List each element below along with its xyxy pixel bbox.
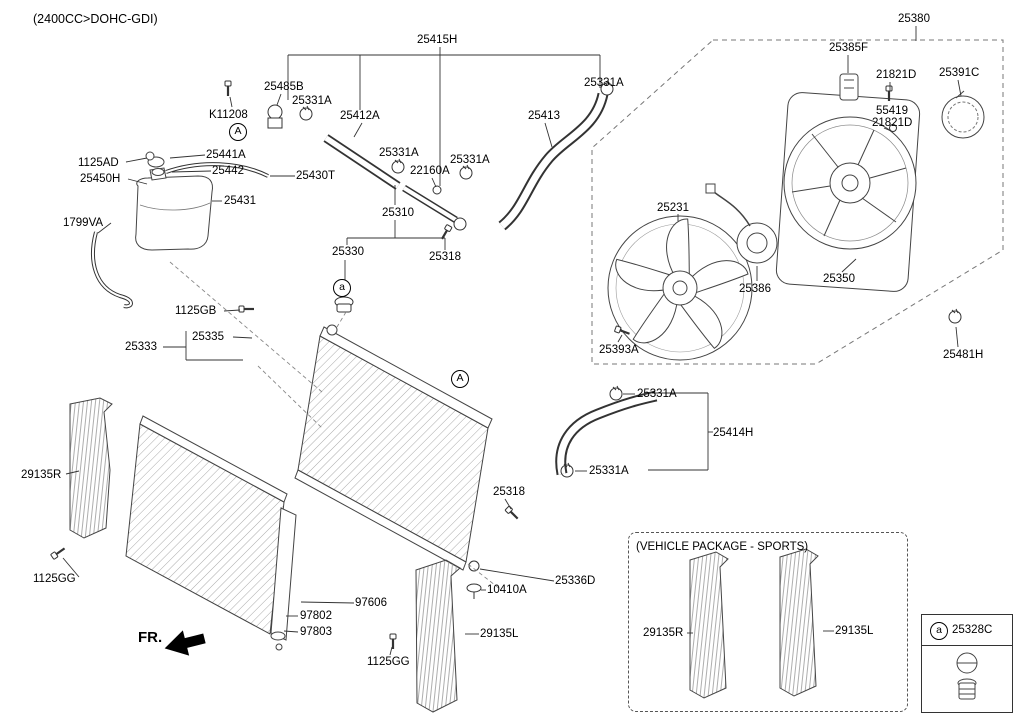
page-title: (2400CC>DOHC-GDI) <box>33 12 158 26</box>
part-label-25431: 25431 <box>224 195 256 207</box>
receiver-drier-drawing <box>270 507 297 651</box>
part-label-25481H: 25481H <box>943 349 984 361</box>
part-label-1125GG-2: 1125GG <box>367 656 410 668</box>
part-label-25413: 25413 <box>528 110 560 122</box>
hose-drawings <box>91 92 658 476</box>
legend-row: a 25328C <box>922 615 1012 646</box>
part-label-29135R-2: 29135R <box>643 627 684 639</box>
part-label-25331A-1: 25331A <box>292 95 332 107</box>
part-label-25231: 25231 <box>657 202 689 214</box>
condenser-drawing <box>125 415 288 635</box>
part-label-1799VA: 1799VA <box>63 217 104 229</box>
part-label-29135L-1: 29135L <box>480 628 519 640</box>
part-label-25412A: 25412A <box>340 110 380 122</box>
part-label-25414H: 25414H <box>713 427 754 439</box>
part-label-25331A-6: 25331A <box>589 465 629 477</box>
fan-motor-drawing <box>705 183 778 264</box>
fan-assembly-dashed-outline <box>591 39 1004 365</box>
part-label-97802: 97802 <box>300 610 332 622</box>
fr-direction-label: FR. <box>138 629 163 646</box>
reservoir-tank-drawing <box>135 151 213 251</box>
callout-leader-lines <box>62 26 962 656</box>
part-label-25336D: 25336D <box>555 575 596 587</box>
part-label-25415H: 25415H <box>417 34 458 46</box>
part-label-K11208: K11208 <box>209 109 248 121</box>
fr-arrow <box>164 630 206 656</box>
part-label-29135L-2: 29135L <box>835 625 874 637</box>
part-label-25441A: 25441A <box>206 149 246 161</box>
part-label-25331A-3: 25331A <box>379 147 419 159</box>
part-label-25333: 25333 <box>125 341 157 353</box>
air-guard-right-drawing <box>415 559 461 713</box>
part-label-25330: 25330 <box>332 246 364 258</box>
part-label-10410A: 10410A <box>487 584 527 596</box>
sports-package-dashed-box <box>628 532 908 712</box>
legend-box: a 25328C <box>921 614 1013 713</box>
legend-marker-a: a <box>930 622 948 640</box>
part-label-25310: 25310 <box>382 207 414 219</box>
sports-air-guards-drawing <box>689 548 819 699</box>
radiator-drawing <box>294 324 493 571</box>
part-label-25331A-4: 25331A <box>450 154 490 166</box>
part-label-97803: 97803 <box>300 626 332 638</box>
small-parts-drawing <box>49 79 962 651</box>
callout-marker-a-1: a <box>333 279 351 297</box>
radiator-cap-icon <box>956 652 978 700</box>
part-label-25318-2: 25318 <box>493 486 525 498</box>
construction-dashed-lines <box>169 261 501 590</box>
part-label-22160A: 22160A <box>410 165 450 177</box>
part-label-25386: 25386 <box>739 283 771 295</box>
part-label-97606: 97606 <box>355 597 387 609</box>
part-label-25350: 25350 <box>823 273 855 285</box>
part-label-25380: 25380 <box>898 13 930 25</box>
part-label-55419: 55419 <box>876 105 908 117</box>
part-label-25331A-5: 25331A <box>637 388 677 400</box>
part-label-25430T: 25430T <box>296 170 336 182</box>
part-label-21821D-1: 21821D <box>876 69 917 81</box>
part-label-25393A: 25393A <box>599 344 639 356</box>
part-label-25331A-2: 25331A <box>584 77 624 89</box>
part-label-1125AD: 1125AD <box>78 157 119 169</box>
sports-package-title: (VEHICLE PACKAGE - SPORTS) <box>636 541 809 553</box>
fan-blade-drawing <box>607 215 753 361</box>
part-label-25485B: 25485B <box>264 81 304 93</box>
part-label-25318-1: 25318 <box>429 251 461 263</box>
part-label-25335: 25335 <box>192 331 224 343</box>
part-label-1125GB: 1125GB <box>175 305 217 317</box>
part-label-25442: 25442 <box>212 165 244 177</box>
air-guard-left-drawing <box>69 397 113 539</box>
part-label-29135R-1: 29135R <box>21 469 62 481</box>
part-label-25391C: 25391C <box>939 67 980 79</box>
fan-shroud-drawing <box>775 73 985 292</box>
callout-marker-A-1: A <box>229 123 247 141</box>
part-label-25385F: 25385F <box>829 42 869 54</box>
part-label-21821D-2: 21821D <box>872 117 913 129</box>
part-label-1125GG-1: 1125GG <box>33 573 76 585</box>
legend-part-25328C: 25328C <box>952 624 993 636</box>
callout-marker-A-2: A <box>451 370 469 388</box>
part-label-25450H: 25450H <box>80 173 121 185</box>
